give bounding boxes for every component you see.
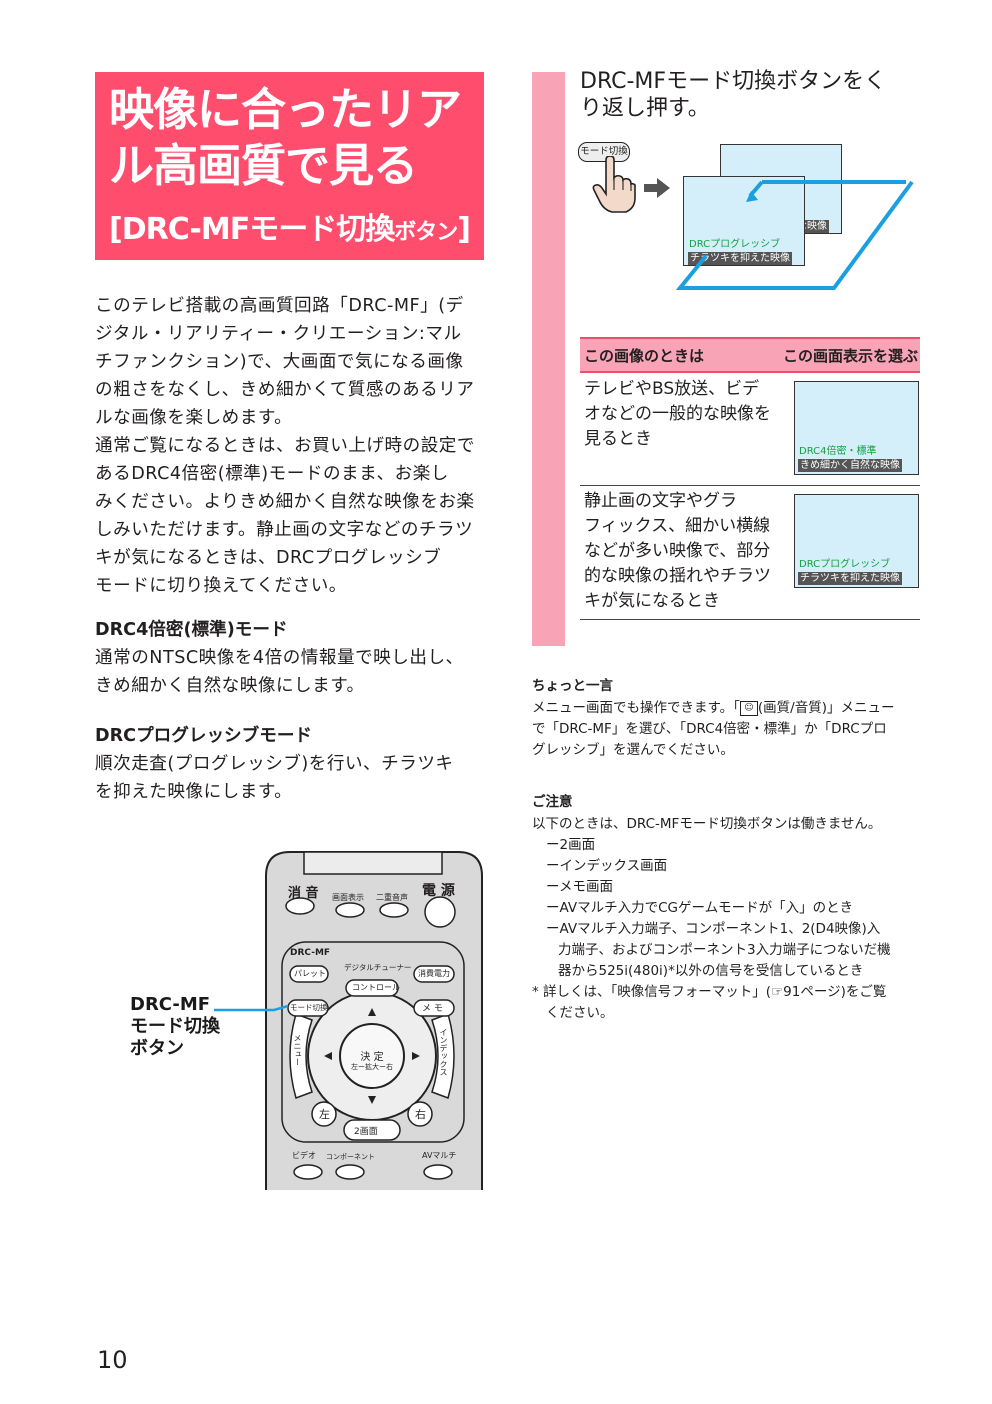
remote-component-label: コンポーネント <box>326 1153 375 1161</box>
caution-intro: 以下のときは、DRC-MFモード切換ボタンは働きません。 <box>532 816 882 832</box>
caution-heading: ご注意 <box>532 794 573 810</box>
intro-line: の粗さをなくし、きめ細かくて質感のあるリア <box>95 380 475 400</box>
remote-video-label: ビデオ <box>292 1151 316 1160</box>
caution-item: ーメモ画面 <box>546 879 613 895</box>
tip-line: で「DRC-MF」を選び、「DRC4倍密・標準」か「DRCプロ <box>532 721 887 737</box>
mode-drc4-section: DRC4倍密(標準)モード 通常のNTSC映像を4倍の情報量で映し出し、 きめ細… <box>95 616 495 700</box>
arrow-right-icon <box>644 178 670 198</box>
intro-line: ジタル・リアリティー・クリエーション:マル <box>95 324 462 344</box>
intro-line: みください。よりきめ細かく自然な映像をお楽 <box>95 492 475 512</box>
step-line: り返し押す。 <box>580 96 710 121</box>
hand-pointing-icon <box>592 156 636 213</box>
remote-drc-mf-label: DRC-MF <box>290 948 331 958</box>
callout-line <box>214 1004 289 1012</box>
mode-switch-button-illustration: モード切換 <box>578 142 630 162</box>
caution-item: ーインデックス画面 <box>546 858 668 874</box>
caution-item: ーAVマルチ入力でCGゲームモードが「入」のとき <box>546 900 854 916</box>
mode-drc4-line: きめ細かく自然な映像にします。 <box>95 676 365 696</box>
cycle-arrow-icon <box>676 180 914 290</box>
picture-sound-icon: ☺ <box>739 700 758 716</box>
mode-prog-heading: DRCプログレッシブモード <box>95 726 313 746</box>
remote-two-screen-button[interactable]: 2画面 <box>354 1127 378 1137</box>
remote-enter-sublabel: 左ー拡大ー右 <box>351 1063 393 1071</box>
remote-mode-switch-button[interactable]: モード切換 <box>290 1003 328 1012</box>
intro-line: このテレビ搭載の高画質回路「DRC-MF」(デ <box>95 296 464 316</box>
intro-line: ルな画像を楽しめます。 <box>95 408 293 428</box>
caution-section: ご注意 以下のときは、DRC-MFモード切換ボタンは働きません。 ー2画面 ーイ… <box>532 790 942 1024</box>
remote-right-button[interactable]: 右 <box>415 1108 426 1121</box>
tip-section: ちょっと一言 メニュー画面でも操作できます。「☺(画質/音質)」メニュー で「D… <box>532 674 932 761</box>
table-row: テレビやBS放送、ビデ オなどの一般的な映像を 見るとき DRC4倍密・標準 き… <box>580 373 920 486</box>
caution-item: ー2画面 <box>546 837 596 853</box>
intro-line: あるDRC4倍密(標準)モードのまま、お楽し <box>95 464 449 484</box>
remote-left-button[interactable]: 左 <box>319 1108 330 1121</box>
remote-av-multi-label: AVマルチ <box>422 1151 457 1160</box>
table-header: この画像のときは この画面表示を選ぶ <box>580 337 920 373</box>
table-screen-prog-title: DRCプログレッシブ <box>799 559 891 570</box>
remote-display-label: 画面表示 <box>332 893 364 902</box>
intro-line: チファンクション)で、大画面で気になる画像 <box>95 352 464 372</box>
step-instruction: DRC-MFモード切換ボタンをく り返し押す。 <box>580 68 925 122</box>
mode-table: この画像のときは この画面表示を選ぶ テレビやBS放送、ビデ オなどの一般的な映… <box>580 337 920 620</box>
caution-note: ください。 <box>546 1005 614 1021</box>
caution-item: ーAVマルチ入力端子、コンポーネント1、2(D4映像)入 <box>546 921 881 937</box>
table-screen-drc4-title: DRC4倍密・標準 <box>799 446 877 457</box>
remote-palette-button[interactable]: パレット <box>294 969 326 978</box>
mode-prog-line: を抑えた映像にします。 <box>95 782 293 802</box>
table-screen-progressive: DRCプログレッシブ チラツキを抑えた映像 <box>794 494 919 588</box>
table-row1-text: テレビやBS放送、ビデ オなどの一般的な映像を 見るとき <box>584 379 771 449</box>
mode-drc4-line: 通常のNTSC映像を4倍の情報量で映し出し、 <box>95 648 464 668</box>
table-screen-drc4-subtitle: きめ細かく自然な映像 <box>798 459 902 472</box>
screen-prog-subtitle: チラツキを抑えた映像 <box>688 252 792 265</box>
remote-digital-tuner-label: デジタルチューナー <box>344 963 412 972</box>
intro-line: しみいただけます。静止画の文字などのチラツ <box>95 520 474 540</box>
remote-control: 消 音 画面表示 二重音声 電 源 DRC-MF パレット デジタルチューナー … <box>262 848 486 1190</box>
step-line: DRC-MFモード切換ボタンをく <box>580 69 887 94</box>
screen-progressive: DRCプログレッシブ チラツキを抑えた映像 <box>683 176 805 266</box>
remote-body <box>265 851 483 1190</box>
intro-line: キが気になるときは、DRCプログレッシブ <box>95 548 442 568</box>
remote-menu-button[interactable]: メニュー <box>293 1034 302 1066</box>
table-header-col2: この画面表示を選ぶ <box>782 347 918 365</box>
title-line-2: ル高画質で見る <box>109 139 418 192</box>
mode-prog-line: 順次走査(プログレッシブ)を行い、チラツキ <box>95 754 454 774</box>
screen-prog-title: DRCプログレッシブ <box>689 239 781 250</box>
table-header-col1: この画像のときは <box>584 347 705 365</box>
mode-prog-section: DRCプログレッシブモード 順次走査(プログレッシブ)を行い、チラツキ を抑えた… <box>95 722 495 806</box>
caution-note: * 詳しくは、「映像信号フォーマット」(☞91ページ)をご覧 <box>532 984 887 1000</box>
title-block: 映像に合ったリア ル高画質で見る [DRC-MFモード切換ボタン] <box>95 72 484 260</box>
remote-control-button[interactable]: コントロール <box>352 983 400 992</box>
title-line-3: [DRC-MFモード切換ボタン] <box>109 212 471 247</box>
remote-enter-button[interactable]: 決 定 <box>360 1052 384 1063</box>
step-bar <box>532 72 565 646</box>
table-row: 静止画の文字やグラ フィックス、細かい横線 などが多い映像で、部分 的な映像の揺… <box>580 486 920 620</box>
caution-item: 器から525i(480i)*以外の信号を受信しているとき <box>558 963 864 979</box>
caution-item: 力端子、およびコンポーネント3入力端子につないだ機 <box>558 942 891 958</box>
remote-power-label: 電 源 <box>422 883 455 899</box>
page-number: 10 <box>97 1346 128 1374</box>
table-screen-drc4: DRC4倍密・標準 きめ細かく自然な映像 <box>794 381 919 475</box>
table-row2-text: 静止画の文字やグラ フィックス、細かい横線 などが多い映像で、部分 的な映像の揺… <box>584 491 771 611</box>
remote-power-save-button[interactable]: 消費電力 <box>418 969 450 978</box>
remote-dual-audio-label: 二重音声 <box>376 893 408 902</box>
intro-paragraph: このテレビ搭載の高画質回路「DRC-MF」(デ ジタル・リアリティー・クリエーシ… <box>95 292 495 600</box>
tip-heading: ちょっと一言 <box>532 678 613 694</box>
intro-line: モードに切り換えてください。 <box>95 576 347 596</box>
tip-line: グレッシブ」を選んでください。 <box>532 742 734 758</box>
table-screen-prog-subtitle: チラツキを抑えた映像 <box>798 572 902 585</box>
intro-line: 通常ご覧になるときは、お買い上げ時の設定で <box>95 436 475 456</box>
title-line-1: 映像に合ったリア <box>109 83 462 136</box>
step-illustration: モード切換 DRC4倍密・標準 きめ細かく自然な映像 DRCプログレッシブ チラ… <box>578 142 918 302</box>
mode-switch-callout: DRC-MF モード切換 ボタン <box>130 994 220 1059</box>
tip-line: メニュー画面でも操作できます。「☺(画質/音質)」メニュー <box>532 700 895 716</box>
remote-memo-button[interactable]: メ モ <box>422 1004 443 1014</box>
mode-drc4-heading: DRC4倍密(標準)モード <box>95 620 288 640</box>
remote-mute-label: 消 音 <box>288 886 319 901</box>
remote-index-button[interactable]: インデックス <box>439 1028 448 1076</box>
